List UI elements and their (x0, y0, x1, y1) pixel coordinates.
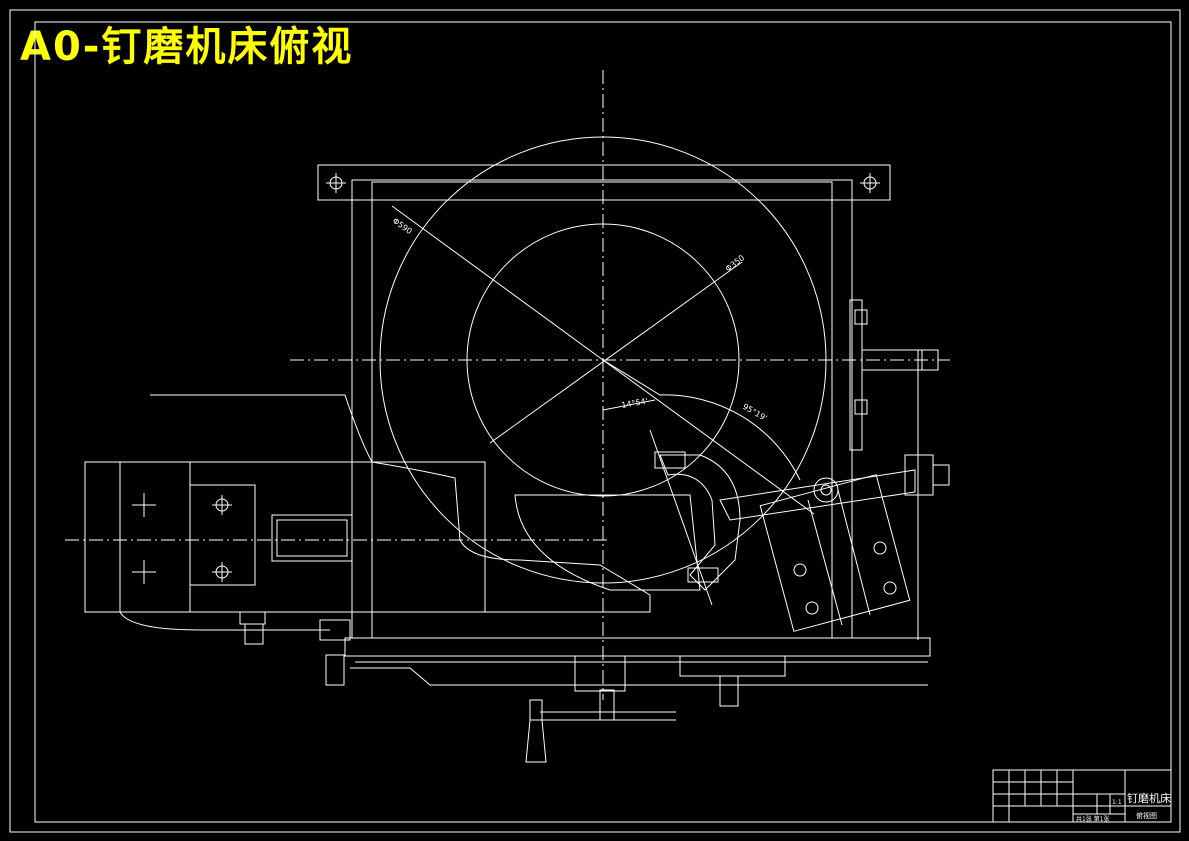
title-block-subtitle: 俯视图 (1136, 811, 1157, 820)
grinding-wheel (379, 136, 827, 584)
dim-angle-1: 14°54' (621, 396, 649, 409)
drawing-title: A0-钉磨机床俯视 (20, 24, 354, 70)
title-block-scale: 1:1 (1112, 799, 1122, 806)
title-block-name: 钉磨机床 (1127, 791, 1171, 805)
work-rest (514, 494, 701, 591)
sheet-outer-border (9, 9, 1181, 833)
side-adjuster (849, 299, 950, 640)
title-block-note: 共1张 第1张 (1076, 815, 1110, 823)
base-rails (239, 611, 931, 707)
dim-angle-2: 95°19' (741, 402, 769, 423)
handle-crank (525, 689, 676, 763)
center-lines (65, 70, 950, 700)
motor-housing (84, 394, 651, 631)
title-block (992, 769, 1172, 823)
clamp-assembly (649, 429, 916, 632)
dim-inner-diameter: Φ350 (724, 253, 747, 273)
sheet-inner-border (34, 21, 1172, 823)
